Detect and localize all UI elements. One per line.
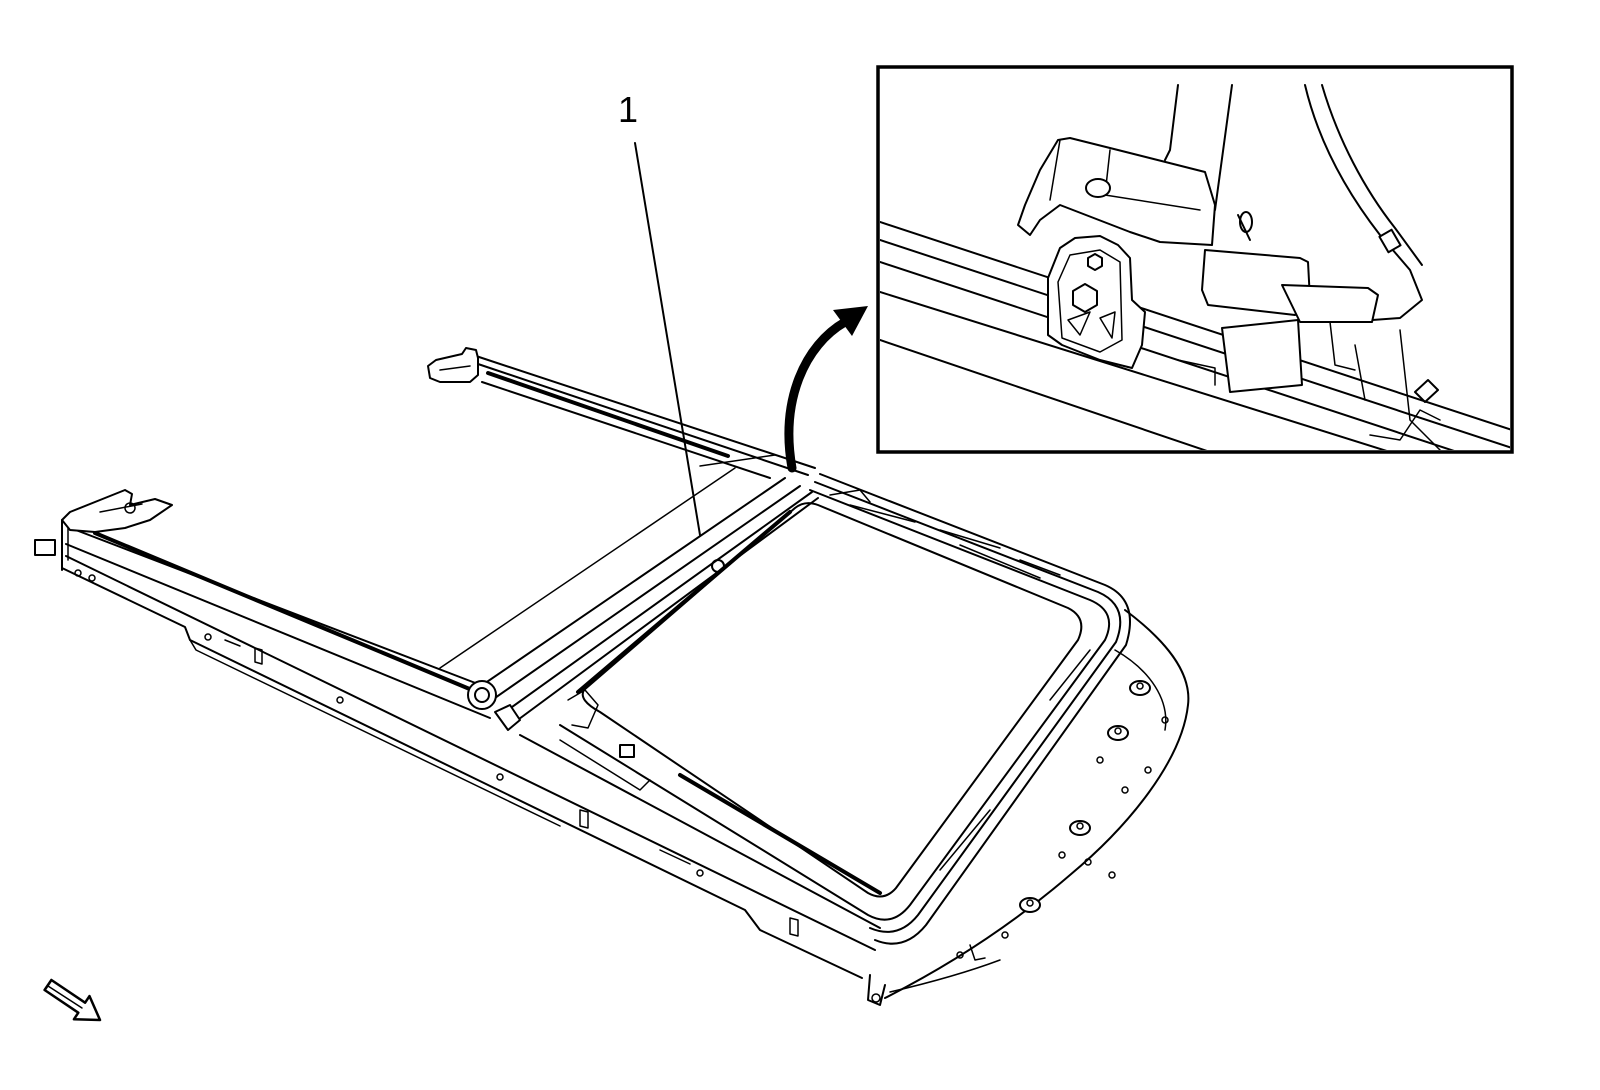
mounting-flange [867,609,1190,1006]
callout-1-label: 1 [618,89,638,130]
nut-icon [1072,283,1098,313]
front-frame [559,473,1131,945]
cross-bar [467,477,819,731]
stud-icon [1087,253,1103,271]
detail-inset [876,65,1514,454]
right-rail [469,353,816,479]
left-rail [61,519,881,979]
detail-upper-block [1017,137,1216,246]
detail-wires [1164,84,1423,323]
callout-1-leader [634,142,701,536]
front-direction-arrow-icon [43,978,102,1022]
rear-panel [439,454,776,669]
glass-opening [559,502,1083,898]
bolt-icon [1085,178,1111,198]
left-rear-bracket [34,489,173,556]
detail-front-bracket [1047,235,1146,369]
curved-arrow-icon [784,306,868,473]
right-rear-bracket [427,347,479,383]
detail-rail [880,221,1510,450]
detail-connectors [1177,249,1441,450]
callout-1: 1 [618,89,701,536]
sunroof-frame [34,347,1190,1006]
